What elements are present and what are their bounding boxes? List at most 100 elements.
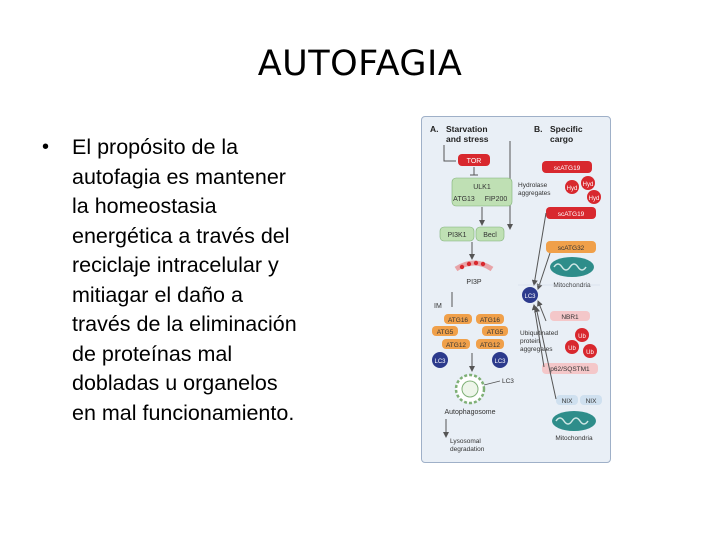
mitochondrion-1 bbox=[550, 257, 594, 277]
becl-label: Becl bbox=[483, 232, 497, 239]
lc3-right-label: LC3 bbox=[494, 359, 506, 365]
lc3-center-circle bbox=[522, 287, 538, 303]
panel-b-title-1: Specific bbox=[550, 124, 583, 134]
mitochondrion-2-cristae bbox=[555, 417, 589, 425]
fip200-label: FIP200 bbox=[485, 196, 508, 203]
lc3-bottom-label: LC3 bbox=[502, 378, 514, 385]
atg13-label: ATG13 bbox=[453, 196, 475, 203]
hyd-label-1: Hyd bbox=[567, 186, 578, 192]
hydrolase-label-1: Hydrolase bbox=[518, 182, 548, 189]
im-label: IM bbox=[434, 303, 442, 310]
pi3p-dot bbox=[459, 264, 465, 270]
atg5-right-label: ATG5 bbox=[487, 329, 504, 336]
panel-b-letter: B. bbox=[534, 124, 543, 134]
lc3-left-circle bbox=[432, 352, 448, 368]
ulk1-complex bbox=[451, 177, 513, 207]
mitochondria-label-2: Mitochondria bbox=[555, 435, 593, 442]
nix-label-1: NIX bbox=[562, 398, 574, 405]
ulk1-label: ULK1 bbox=[473, 184, 491, 191]
autophagosome-label: Autophagosome bbox=[445, 409, 496, 416]
bullet-paragraph: El propósito de la autofagia es mantener… bbox=[72, 133, 372, 428]
stress-connector bbox=[443, 145, 456, 162]
pathway-diagram: A. Starvation and stress B. Specific car… bbox=[430, 124, 602, 453]
atg5-left-label: ATG5 bbox=[437, 329, 454, 336]
nix-label-2: NIX bbox=[586, 398, 598, 405]
scatg32-label: scATG32 bbox=[558, 245, 585, 252]
ub-circle-3 bbox=[583, 344, 597, 358]
mitochondrion-2 bbox=[552, 411, 596, 431]
hyd-circle-3 bbox=[587, 190, 601, 204]
panel-b-title-2: cargo bbox=[550, 134, 573, 144]
ub-circle-1 bbox=[575, 328, 589, 342]
atg16-right-box bbox=[476, 314, 504, 324]
ub-label-1: Ub bbox=[578, 334, 586, 340]
scatg32-box bbox=[546, 241, 596, 253]
panel-a-letter: A. bbox=[430, 124, 439, 134]
ubiquitinated-label-2: protein bbox=[520, 338, 540, 345]
pi3p-dot bbox=[466, 261, 472, 267]
p62-label: p62/SQSTM1 bbox=[550, 366, 590, 373]
slide-title: AUTOFAGIA bbox=[257, 44, 463, 84]
pi3p-label: PI3P bbox=[466, 279, 482, 286]
atg5-left-box bbox=[432, 326, 458, 336]
pi3k1-box bbox=[439, 226, 475, 242]
panel-a-title-1: Starvation bbox=[446, 124, 488, 134]
lc3-center-label: LC3 bbox=[524, 294, 536, 300]
hyd-circle-2 bbox=[581, 176, 595, 190]
scatg19-arrow bbox=[531, 212, 547, 286]
atg12-left-label: ATG12 bbox=[446, 342, 466, 349]
atg5-right-box bbox=[482, 326, 508, 336]
scatg19-top-label: scATG19 bbox=[554, 165, 581, 172]
lc3-left-label: LC3 bbox=[434, 359, 446, 365]
atg16-left-label: ATG16 bbox=[448, 317, 468, 324]
ub-label-2: Ub bbox=[568, 346, 576, 352]
nix-box-2 bbox=[580, 395, 602, 405]
hydrolase-label-2: aggregates bbox=[518, 190, 551, 197]
mitochondrion-1-cristae bbox=[553, 263, 587, 271]
atg12-right-label: ATG12 bbox=[480, 342, 500, 349]
scatg19-bottom-box bbox=[546, 207, 596, 219]
bullet-line: energética a través del bbox=[72, 223, 290, 248]
bullet-line: través de la eliminación bbox=[72, 312, 297, 336]
pi3k1-label: PI3K1 bbox=[447, 232, 466, 239]
hyd-label-3: Hyd bbox=[589, 196, 600, 202]
autophagosome-inner bbox=[461, 380, 479, 398]
bullet-line: mitiagar el daño a bbox=[72, 282, 243, 307]
bullet-line: dobladas u organelos bbox=[72, 371, 278, 395]
ub-label-3: Ub bbox=[586, 350, 594, 356]
bullet-line: la homeostasia bbox=[72, 194, 217, 218]
atg12-left-box bbox=[442, 339, 470, 349]
ub-circle-2 bbox=[565, 340, 579, 354]
panel-a-title-2: and stress bbox=[446, 134, 489, 144]
lysosomal-label-1: Lysosomal bbox=[450, 438, 481, 445]
becl-box bbox=[475, 226, 505, 242]
ubiquitinated-label-1: Ubiquitinated bbox=[520, 330, 558, 337]
autophagy-pathway-figure: A. Starvation and stress B. Specific car… bbox=[421, 116, 611, 463]
tor-box bbox=[458, 154, 490, 166]
ubiquitinated-label-3: aggregates bbox=[520, 346, 553, 353]
pi3p-dot bbox=[473, 260, 479, 266]
pi3p-dot bbox=[480, 261, 486, 267]
bullet-line: reciclaje intracelular y bbox=[72, 253, 279, 277]
nbr1-box bbox=[550, 311, 590, 321]
scatg32-arrow bbox=[536, 252, 551, 290]
hyd-label-2: Hyd bbox=[583, 182, 594, 188]
nbr1-label: NBR1 bbox=[561, 314, 579, 321]
lc3-right-circle bbox=[492, 352, 508, 368]
bullet-line: autofagia es mantener bbox=[72, 164, 286, 189]
bullet-line: de proteínas mal bbox=[72, 341, 233, 366]
nbr1-arrow bbox=[537, 300, 547, 322]
lysosomal-label-2: degradation bbox=[450, 446, 485, 453]
nix-arrow bbox=[534, 306, 557, 400]
bullet-line: El propósito de la bbox=[72, 135, 239, 159]
nix-box-1 bbox=[556, 395, 578, 405]
lc3-bottom-pointer bbox=[483, 380, 501, 386]
bullet-line: en mal funcionamiento. bbox=[72, 400, 295, 425]
scatg19-bottom-label: scATG19 bbox=[558, 211, 585, 218]
bullet-symbol: • bbox=[42, 136, 50, 158]
p62-arrow bbox=[531, 304, 545, 368]
hyd-circle-1 bbox=[565, 180, 579, 194]
atg16-left-box bbox=[444, 314, 472, 324]
tor-label: TOR bbox=[467, 158, 482, 165]
mitochondria-label-1: Mitochondria bbox=[553, 282, 591, 289]
